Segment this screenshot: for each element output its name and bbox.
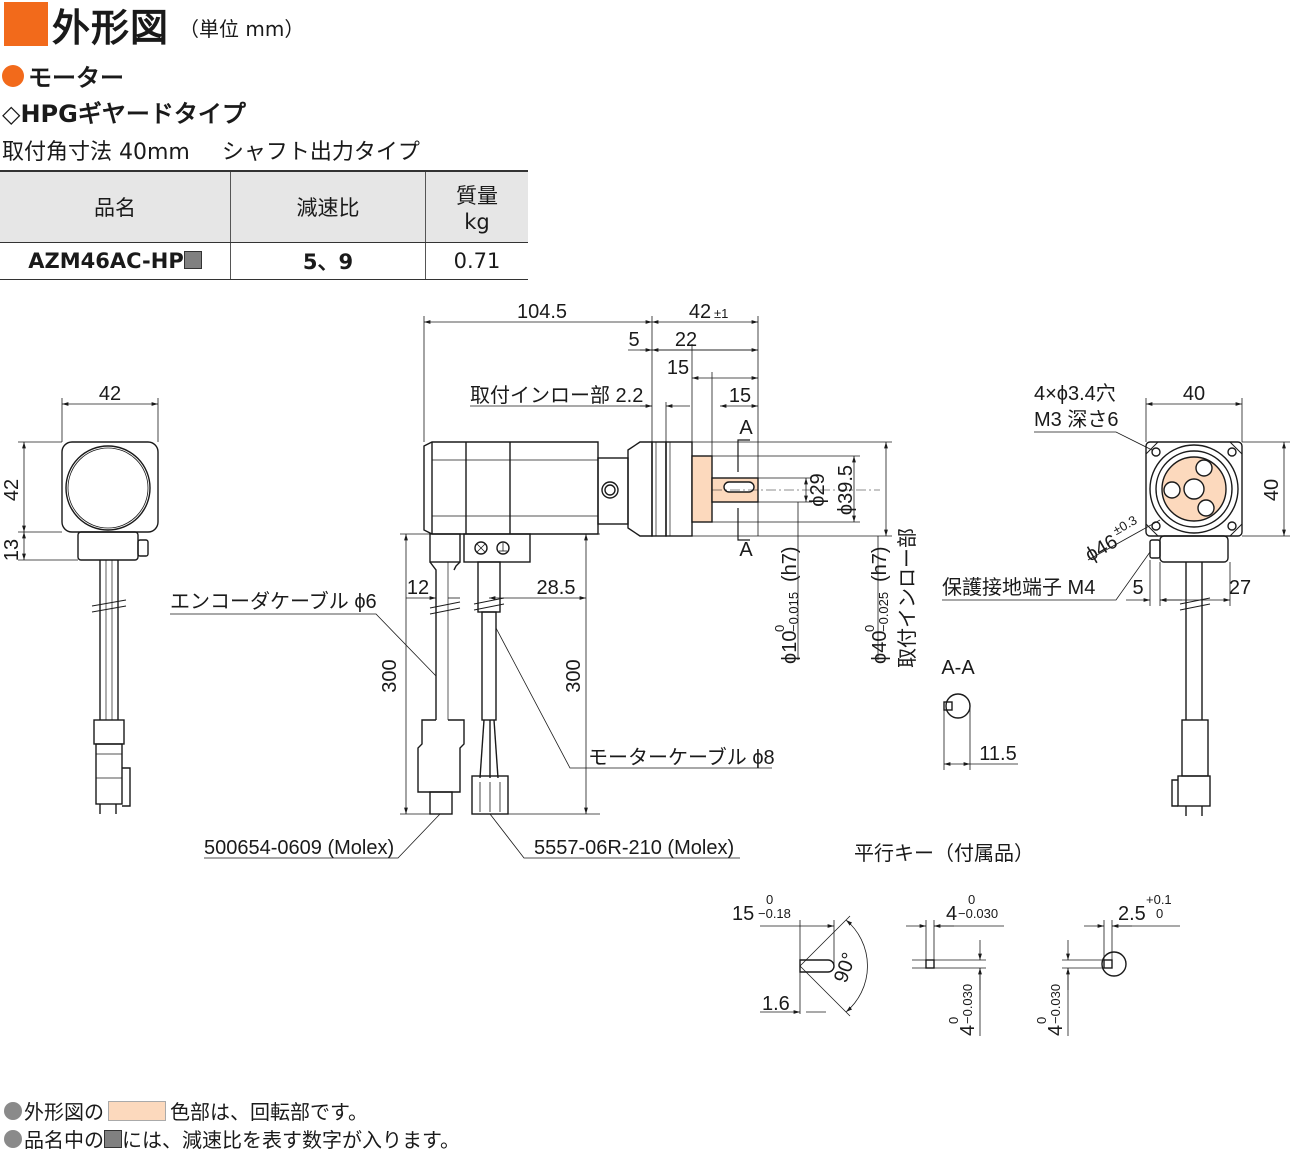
- svg-text:0: 0: [1156, 906, 1163, 921]
- key-height-label: 4 0 −0.030: [946, 984, 979, 1036]
- parallel-key-views: [760, 915, 1180, 1036]
- key-chamfer-label: 1.6: [762, 993, 790, 1015]
- dim-285-label: 28.5: [537, 577, 576, 599]
- svg-text:−0.030: −0.030: [960, 984, 975, 1024]
- svg-text:−0.18: −0.18: [758, 906, 791, 921]
- right-width-label: 40: [1183, 383, 1205, 405]
- title-text: 外形図: [52, 5, 170, 50]
- svg-text:0: 0: [968, 892, 975, 907]
- right-tap-label: M3 深さ6: [1034, 408, 1118, 431]
- svg-text:0: 0: [862, 625, 877, 632]
- front-view: [170, 316, 892, 859]
- page-title: 外形図 （単位 mm）: [0, 0, 305, 50]
- svg-text:0: 0: [1034, 1017, 1049, 1024]
- ground-label: 保護接地端子 M4: [942, 576, 1095, 599]
- dim-15a-label: 15: [667, 357, 689, 379]
- encoder-connector-label: 500654-0609 (Molex): [204, 837, 394, 859]
- note-model: 品名中の には、減速比を表す数字が入ります。: [4, 1124, 460, 1153]
- dim-27-label: 27: [1229, 577, 1251, 599]
- motor-cable-label: モーターケーブル ϕ8: [588, 745, 775, 769]
- note-rotating: 外形図の 色部は、回転部です。: [4, 1096, 368, 1125]
- svg-text:+0.1: +0.1: [1146, 892, 1172, 907]
- svg-text:2.5: 2.5: [1118, 903, 1146, 925]
- left-height2-label: 13: [1, 539, 23, 561]
- section-a-top: A: [739, 417, 753, 439]
- dia-29-label: ϕ29: [807, 473, 829, 506]
- key-angle-label: 90°: [830, 950, 861, 986]
- note-bullet-icon: [4, 1129, 22, 1148]
- cell-mass: 0.71: [425, 242, 528, 280]
- placeholder-square-icon: [104, 1129, 122, 1148]
- note-bullet-icon: [4, 1101, 22, 1120]
- left-height-label: 42: [1, 479, 23, 501]
- dia-395-label: ϕ39.5: [835, 465, 857, 515]
- dim-15b-label: 15: [729, 385, 751, 407]
- cell-model: AZM46AC-HP: [0, 242, 231, 280]
- cable-length-encoder: 300: [379, 659, 401, 692]
- left-width-label: 42: [99, 383, 121, 405]
- key-width-label: 4 0 −0.030: [946, 892, 998, 925]
- svg-text:ϕ10: ϕ10: [779, 631, 801, 664]
- right-holes-label: 4×ϕ3.4穴: [1034, 382, 1116, 405]
- cell-ratio: 5、9: [230, 242, 426, 280]
- col-ratio-header: 減速比: [230, 170, 426, 243]
- section-a-a: [943, 693, 1018, 770]
- motor-connector-label: 5557-06R-210 (Molex): [534, 837, 734, 859]
- encoder-cable-label: エンコーダケーブル ϕ6: [170, 589, 377, 613]
- total-length-label: 104.5: [517, 301, 567, 323]
- shaft-length-tol: ±1: [714, 306, 728, 321]
- shaft-length-label: 42: [689, 301, 711, 323]
- svg-text:15: 15: [732, 903, 754, 925]
- svg-text:4: 4: [957, 1025, 979, 1036]
- right-pcd-label: ϕ46 ±0.3: [1082, 512, 1140, 566]
- table-row: AZM46AC-HP 5、9 0.71: [0, 242, 528, 280]
- title-square-icon: [4, 2, 48, 46]
- key-title: 平行キー（付属品）: [854, 842, 1034, 865]
- svg-text:ϕ40: ϕ40: [869, 631, 891, 664]
- section-aa-dim: 11.5: [979, 743, 1016, 765]
- col-model-header: 品名: [0, 170, 231, 243]
- left-view: [18, 398, 159, 814]
- key-height2-label: 4 0 −0.030: [1034, 984, 1067, 1036]
- section-aa-label: A-A: [941, 657, 975, 679]
- svg-text:−0.030: −0.030: [1048, 984, 1063, 1024]
- svg-text:0: 0: [946, 1017, 961, 1024]
- dim-22-label: 22: [675, 329, 697, 351]
- pilot-vertical-label: 取付インロー部: [896, 528, 919, 668]
- key-length-label: 15 0 −0.18: [732, 892, 791, 925]
- motor-heading: モーター: [2, 58, 124, 93]
- dim-5b-label: 5: [1132, 577, 1143, 599]
- key-depth-label: 2.5 +0.1 0: [1118, 892, 1172, 925]
- right-height-label: 40: [1261, 479, 1283, 501]
- dim-12-label: 12: [407, 577, 429, 599]
- svg-text:−0.015: −0.015: [786, 592, 801, 632]
- svg-text:0: 0: [772, 625, 787, 632]
- pilot-label: 取付インロー部 2.2: [470, 384, 643, 407]
- type-heading: ◇HPGギヤードタイプ: [2, 100, 246, 128]
- svg-text:(h7): (h7): [869, 546, 891, 582]
- right-view: [942, 398, 1290, 816]
- dim-5-label: 5: [628, 329, 639, 351]
- unit-text: （単位 mm）: [179, 16, 305, 41]
- svg-text:4: 4: [1045, 1025, 1067, 1036]
- svg-text:−0.025: −0.025: [876, 592, 891, 632]
- svg-text:0: 0: [766, 892, 773, 907]
- bullet-icon: [2, 64, 24, 87]
- svg-text:(h7): (h7): [779, 546, 801, 582]
- cable-length-motor: 300: [563, 659, 585, 692]
- svg-text:4: 4: [946, 903, 957, 925]
- rotating-color-swatch: [108, 1100, 166, 1121]
- svg-text:−0.030: −0.030: [958, 906, 998, 921]
- placeholder-square-icon: [183, 251, 202, 269]
- shaft-dia-label: ϕ10 0 −0.015 (h7): [772, 546, 801, 664]
- pilot-dia-label: ϕ40 0 −0.025 (h7): [862, 546, 891, 664]
- section-a-bottom: A: [739, 539, 753, 561]
